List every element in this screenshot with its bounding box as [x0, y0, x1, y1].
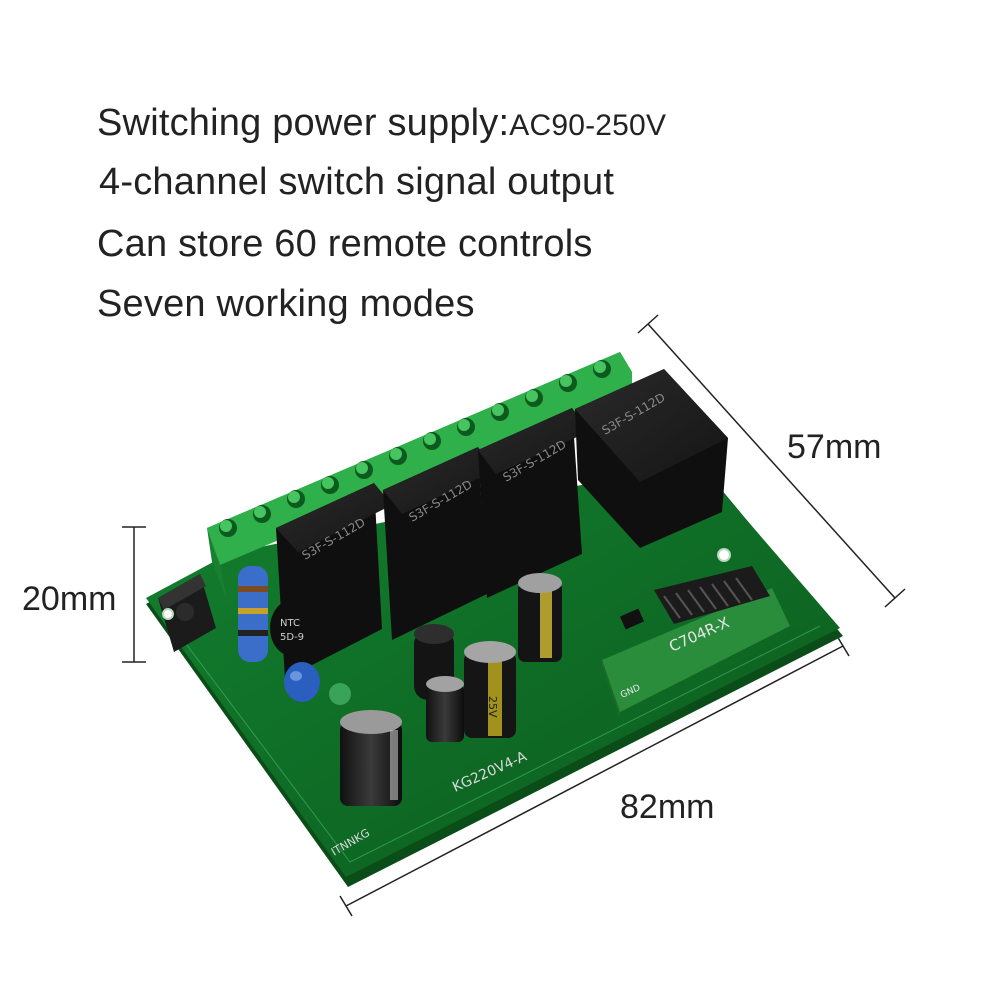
- capacitor-voltage-label: 25V: [486, 696, 499, 718]
- mounting-hole-left: [162, 608, 174, 620]
- ntc-label: NTC: [280, 618, 300, 629]
- small-green-inductor: [329, 683, 351, 705]
- spec-remote-storage: Can store 60 remote controls: [97, 223, 593, 265]
- spec-power-supply-label: Switching power supply:: [97, 102, 510, 144]
- relay-2: S3F-S-112D: [383, 447, 496, 640]
- receiver-module: C704R-X GND: [602, 566, 790, 718]
- capacitor-small: [426, 676, 464, 742]
- capacitor-yellow-stripe: 25V: [464, 641, 516, 738]
- ntc-thermistor: NTC 5D-9: [270, 600, 314, 656]
- spec-power-supply-value: AC90-250V: [509, 109, 667, 142]
- relay-3: S3F-S-112D: [478, 408, 590, 598]
- blue-resistor: [238, 566, 268, 662]
- spec-working-modes: Seven working modes: [97, 283, 475, 325]
- dimension-length: 82mm: [620, 788, 715, 826]
- dimension-lines: [122, 314, 906, 917]
- blue-ceramic-capacitor: [284, 662, 320, 702]
- ntc-value: 5D-9: [280, 632, 304, 643]
- dimension-width: 57mm: [787, 428, 882, 466]
- antenna-coil: [654, 566, 770, 624]
- learn-button: [158, 574, 216, 652]
- relay-4: S3F-S-112D: [575, 369, 728, 548]
- capacitor-right: [518, 573, 562, 662]
- spec-power-supply: Switching power supply:AC90-250V: [97, 104, 666, 142]
- dimension-height: 20mm: [22, 580, 117, 618]
- capacitor-left-large: [340, 710, 402, 806]
- spec-channel-output: 4-channel switch signal output: [99, 161, 615, 203]
- mounting-hole-right: [717, 548, 731, 562]
